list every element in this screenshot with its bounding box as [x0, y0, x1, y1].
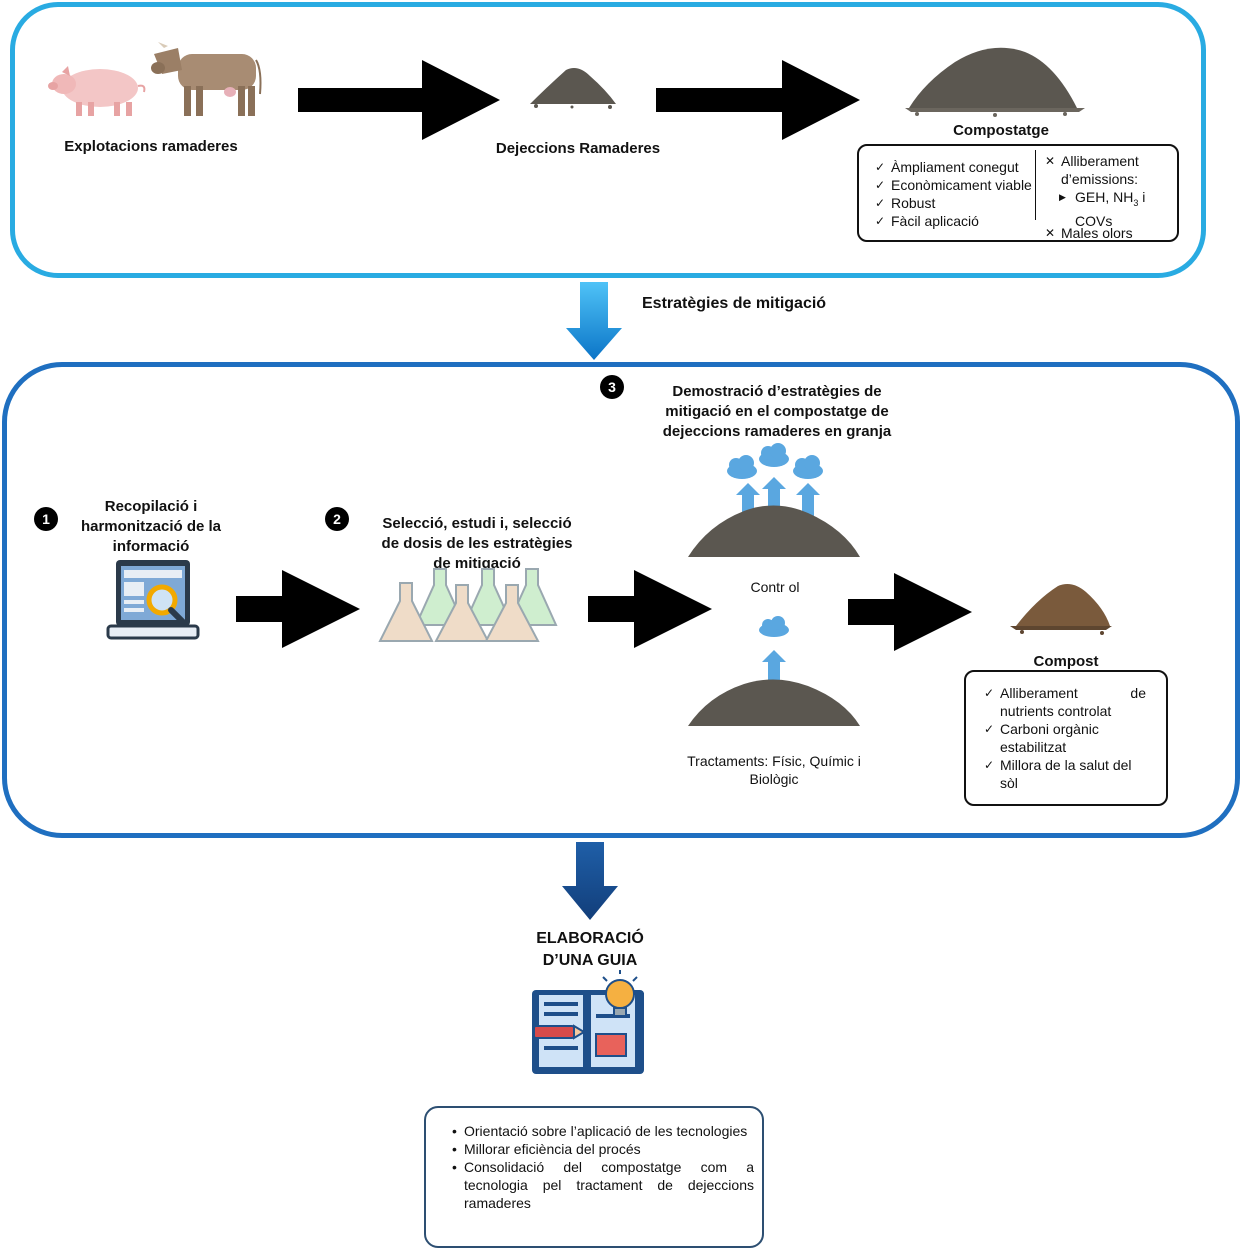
pig-icon — [48, 66, 146, 116]
step-number-badge: 1 — [34, 507, 58, 531]
pro-item: Àmpliament conegut — [875, 158, 1035, 176]
manure-pile-icon — [530, 68, 616, 109]
top-panel — [10, 2, 1206, 278]
compost-final-label: Compost — [1033, 653, 1099, 670]
guide-benefits-list: Orientació sobre l’aplicació de les tecn… — [450, 1122, 754, 1212]
flasks-icon — [378, 568, 558, 642]
laptop-search-icon — [106, 560, 200, 640]
guide-item: Orientació sobre l’aplicació de les tecn… — [452, 1122, 754, 1140]
arrow-right-icon — [656, 60, 860, 140]
final-compost-icon — [1010, 584, 1112, 635]
guide-item: Consolidació del compostatge com a tecno… — [452, 1158, 754, 1212]
pro-item: Econòmicament viable — [875, 176, 1035, 194]
arrow-right-icon — [848, 573, 972, 651]
control-pile-emissions-icon — [688, 443, 860, 557]
book-lightbulb-icon — [532, 970, 644, 1074]
step2-label: Selecció, estudi i, selecció de dosis de… — [381, 515, 573, 572]
benefit-item: Millora de la salut del sòl — [984, 756, 1146, 792]
triangle-bullet-icon: ▶ — [1059, 192, 1066, 202]
cons-list-2: Males olors — [1045, 224, 1173, 242]
pro-item: Robust — [875, 194, 1035, 212]
arrow-right-icon — [298, 60, 500, 140]
pro-item: Fàcil aplicació — [875, 212, 1035, 230]
farms-label: Explotacions ramaderes — [64, 138, 238, 155]
pros-list: Àmpliament conegut Econòmicament viable … — [875, 158, 1035, 230]
step1-label: Recopilació i harmonització de la inform… — [80, 498, 222, 555]
con-item: Males olors — [1045, 224, 1173, 242]
arrow-down-icon — [566, 282, 622, 360]
compost-label: Compostatge — [953, 122, 1049, 139]
control-label: Contr ol — [750, 579, 800, 595]
step-number-badge: 3 — [600, 375, 624, 399]
middle-panel — [2, 362, 1240, 838]
guide-benefits-box: Orientació sobre l’aplicació de les tecn… — [424, 1106, 764, 1248]
cow-icon — [151, 42, 262, 116]
step-number-badge: 2 — [325, 507, 349, 531]
arrow-right-icon — [236, 570, 360, 648]
arrow-down-icon — [562, 842, 618, 920]
composting-pros-cons-box: Àmpliament conegut Econòmicament viable … — [857, 144, 1179, 242]
benefit-item: Carboni orgànic estabilitzat — [984, 720, 1146, 756]
compost-pile-icon — [905, 47, 1085, 117]
step3-label: Demostració d’estratègies de mitigació e… — [662, 383, 892, 440]
compost-benefits-box: Alliberament de nutrients controlat Carb… — [964, 670, 1168, 806]
cons-list: Alliberament d’emissions: — [1045, 152, 1173, 188]
guide-item: Millorar eficiència del procés — [452, 1140, 754, 1158]
con-item: Alliberament d’emissions: — [1045, 152, 1173, 188]
mitigation-label: Estratègies de mitigació — [642, 295, 827, 312]
manure-label: Dejeccions Ramaderes — [495, 140, 661, 157]
benefit-item: Alliberament de nutrients controlat — [984, 684, 1146, 720]
divider — [1035, 150, 1036, 220]
guide-title: ELABORACIÓ D’UNA GUIA — [536, 930, 644, 969]
compost-benefits-list: Alliberament de nutrients controlat Carb… — [984, 684, 1146, 792]
arrow-right-icon — [588, 570, 712, 648]
treatment-pile-emissions-icon — [688, 616, 860, 726]
treatments-label: Tractaments: Físic, Químic i Biològic — [687, 753, 861, 787]
